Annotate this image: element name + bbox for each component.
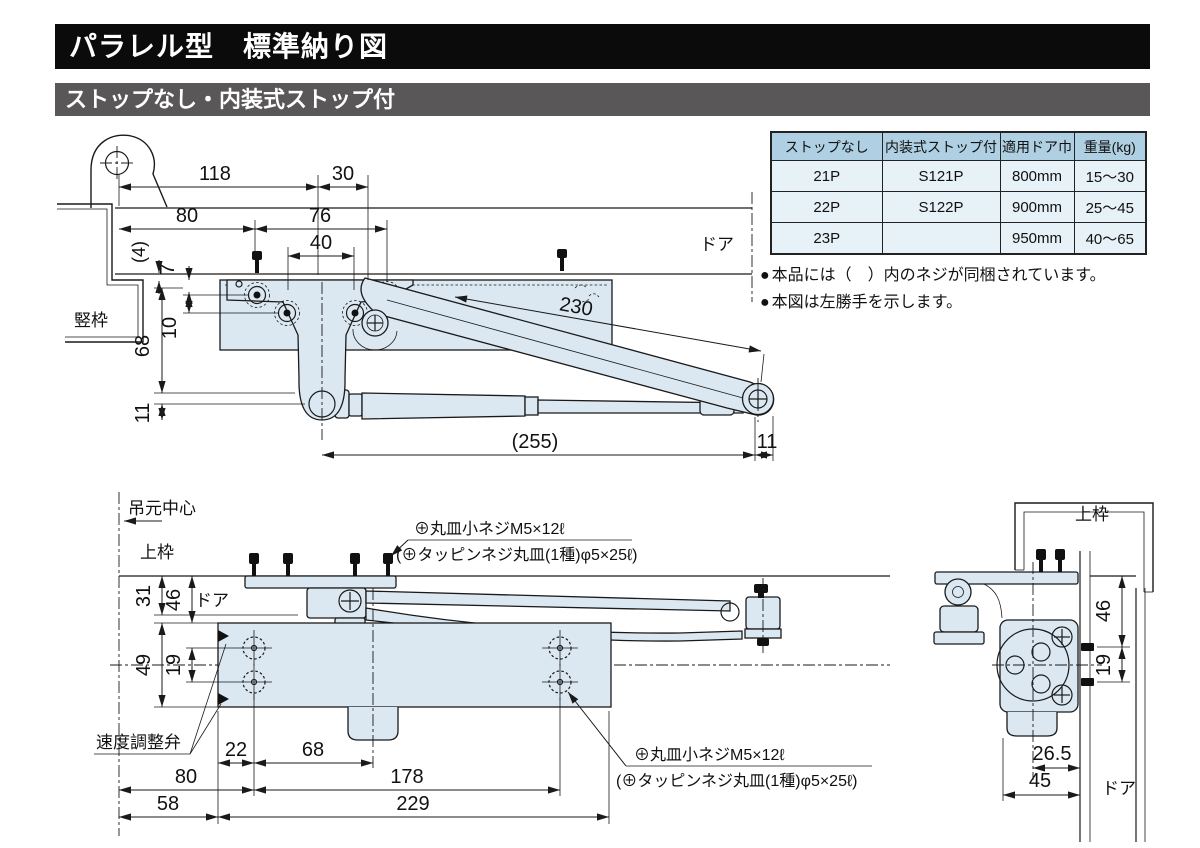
screw-note-main: ⊕丸皿小ネジM5×12ℓ xyxy=(634,746,785,764)
closer-side xyxy=(933,549,1102,780)
dim-80: 80 xyxy=(176,205,198,227)
col-door-width: 適用ドア巾 xyxy=(999,131,1075,161)
hinge-bracket xyxy=(90,134,168,208)
closer-body-front xyxy=(217,622,612,741)
dim-178: 178 xyxy=(390,766,423,788)
table-row: 21P S121P 800mm 15～30 xyxy=(770,160,1147,192)
band-bolts xyxy=(252,249,567,273)
note-line: ●本図は左勝手を示します。 xyxy=(760,289,1106,316)
dim-22: 22 xyxy=(225,739,247,761)
screw-note-top: ⊕丸皿小ネジM5×12ℓ (⊕タッピンネジ丸皿(1種)φ5×25ℓ) xyxy=(390,520,637,564)
speed-valve-label: 速度調整弁 xyxy=(94,643,227,755)
side-view-drawing: 上枠 xyxy=(933,502,1154,842)
cell: 950mm xyxy=(999,222,1075,255)
dim-49: 49 xyxy=(133,654,155,676)
front-left-dimensions: 31 46 49 19 xyxy=(133,576,298,708)
title-bar: パラレル型 標準納り図 xyxy=(55,24,1150,69)
dim-19: 19 xyxy=(163,654,185,676)
cell: 22P xyxy=(770,191,883,223)
door-label: ドア xyxy=(195,591,229,610)
phillips-screw xyxy=(1051,626,1073,648)
frame-band xyxy=(115,192,753,302)
dim-68b: 68 xyxy=(302,739,324,761)
door-section xyxy=(1079,551,1146,842)
head-frame-label: 上枠 xyxy=(1075,505,1109,524)
spec-table-header-row: ストップなし 内装式ストップ付 適用ドア巾 重量(kg) xyxy=(770,131,1147,161)
table-row: 23P 950mm 40～65 xyxy=(770,222,1147,255)
dim-11-right: 11 xyxy=(757,431,778,453)
cell: S122P xyxy=(881,191,1001,223)
dim-68: 68 xyxy=(132,335,154,357)
dim-80b: 80 xyxy=(175,766,197,788)
top-view-drawing: 竪枠 ドア xyxy=(57,134,778,461)
dim-40: 40 xyxy=(310,232,332,254)
side-dimensions: 46 19 26.5 45 ドア xyxy=(1002,575,1136,801)
screw-note-alt: (⊕タッピンネジ丸皿(1種)φ5×25ℓ) xyxy=(396,546,637,564)
screw-note-bottom: ⊕丸皿小ネジM5×12ℓ (⊕タッピンネジ丸皿(1種)φ5×25ℓ) xyxy=(567,691,872,790)
spec-table: ストップなし 内装式ストップ付 適用ドア巾 重量(kg) 21P S121P 8… xyxy=(770,131,1147,255)
page-title: パラレル型 標準納り図 xyxy=(69,31,389,62)
dim-45: 45 xyxy=(1029,770,1051,792)
dim-229: 229 xyxy=(396,793,429,815)
cell xyxy=(881,222,1001,255)
body-screw-holes xyxy=(236,630,578,700)
cell: 21P xyxy=(770,160,883,192)
hinge-center-label: 吊元中心 xyxy=(128,499,196,518)
dim-30: 30 xyxy=(332,163,354,185)
col-weight: 重量(kg) xyxy=(1073,131,1147,161)
valve-arrow xyxy=(218,693,229,705)
dim-7: 7 xyxy=(157,263,179,274)
dim-19: 19 xyxy=(1093,654,1115,676)
screw-note-main: ⊕丸皿小ネジM5×12ℓ xyxy=(414,520,565,538)
phillips-screw xyxy=(1051,684,1073,706)
dim-31: 31 xyxy=(133,585,155,607)
head-frame-profile xyxy=(1014,502,1154,593)
dim-58: 58 xyxy=(157,793,179,815)
dim-118: 118 xyxy=(199,163,231,185)
cell: 23P xyxy=(770,222,883,255)
dim-46: 46 xyxy=(163,589,185,611)
notes: ●本品には（ ）内のネジが同梱されています。 ●本図は左勝手を示します。 xyxy=(760,262,1106,316)
jamb-profile xyxy=(57,203,144,343)
subtitle-bar: ストップなし・内装式ストップ付 xyxy=(55,83,1150,116)
cell: 15～30 xyxy=(1073,160,1147,192)
bullet-icon: ● xyxy=(760,294,770,311)
cell: S121P xyxy=(881,160,1001,192)
door-label: ドア xyxy=(1102,779,1136,798)
bullet-icon: ● xyxy=(760,267,770,284)
top-view-dimensions: 118 30 80 76 40 (4) 7 10 xyxy=(118,163,778,461)
col-stop-none: ストップなし xyxy=(770,131,883,161)
head-frame-label: 上枠 xyxy=(140,543,174,562)
dim-76: 76 xyxy=(309,205,331,227)
cell: 40～65 xyxy=(1073,222,1147,255)
note-line: ●本品には（ ）内のネジが同梱されています。 xyxy=(760,262,1106,289)
jamb-label: 竪枠 xyxy=(74,311,108,330)
cell: 25～45 xyxy=(1073,191,1147,223)
note-text: 本図は左勝手を示します。 xyxy=(771,294,963,311)
subtitle: ストップなし・内装式ストップ付 xyxy=(65,87,396,112)
dim-26-5: 26.5 xyxy=(1033,743,1072,765)
door-label: ドア xyxy=(700,235,734,254)
note-text: 本品には（ ）内のネジが同梱されています。 xyxy=(771,267,1106,284)
dim-255: (255) xyxy=(512,431,559,453)
cell: 900mm xyxy=(999,191,1075,223)
dim-4: (4) xyxy=(129,241,149,263)
speed-valve-text: 速度調整弁 xyxy=(96,733,181,752)
cell: 800mm xyxy=(999,160,1075,192)
dim-11-left: 11 xyxy=(132,403,154,424)
plate-bolts xyxy=(249,553,393,576)
screw-note-alt: (⊕タッピンネジ丸皿(1種)φ5×25ℓ) xyxy=(616,772,857,790)
col-stop-internal: 内装式ストップ付 xyxy=(881,131,1001,161)
table-row: 22P S122P 900mm 25～45 xyxy=(770,191,1147,223)
front-bottom-dimensions: 22 68 80 178 58 229 xyxy=(119,588,610,824)
front-view-drawing: 吊元中心 上枠 ⊕丸皿小ネジM5×12ℓ (⊕タッピンネジ丸皿(1種)φ5×25… xyxy=(94,492,890,836)
dim-46: 46 xyxy=(1093,600,1115,622)
valve-arrow xyxy=(218,630,229,642)
